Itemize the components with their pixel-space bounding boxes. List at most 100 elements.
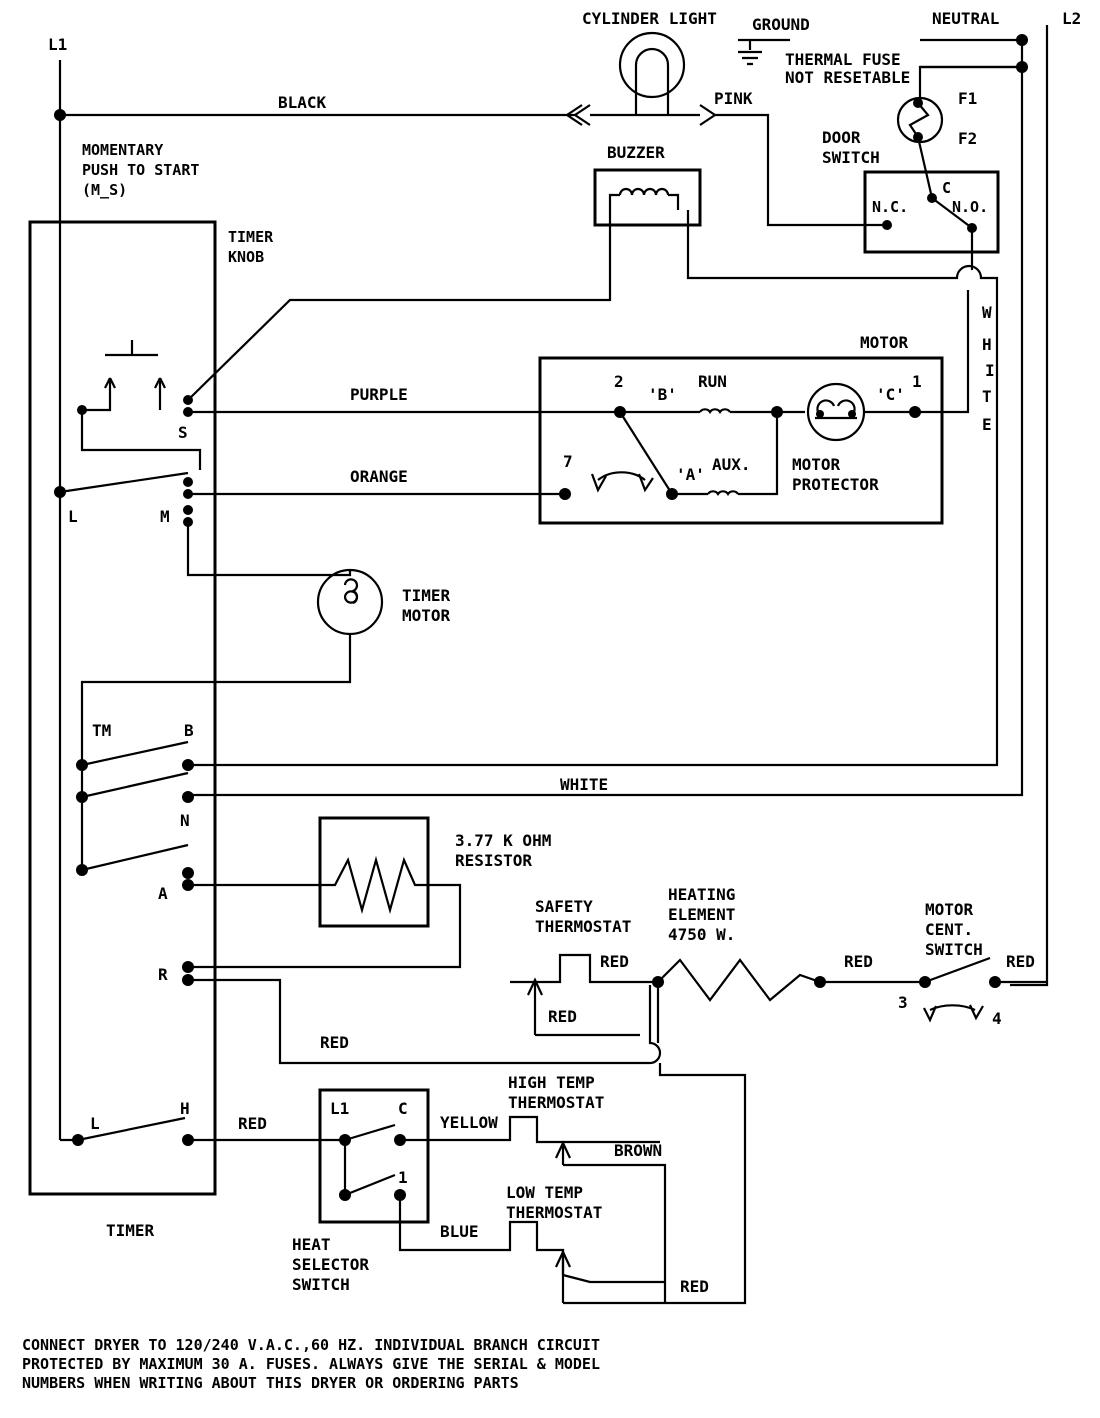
door-switch (863, 170, 1000, 270)
note-line-1: CONNECT DRYER TO 120/240 V.A.C.,60 HZ. I… (22, 1336, 600, 1354)
heat-selector-switch (318, 1088, 660, 1303)
thermal-fuse-label-1: THERMAL FUSE (785, 50, 901, 69)
white-vertical-i: I (985, 361, 995, 380)
terminal-r-label: R (158, 965, 168, 984)
black-wire-label: BLACK (278, 93, 327, 112)
timer-label: TIMER (106, 1221, 155, 1240)
hs-c-label: C (398, 1099, 408, 1118)
door-switch-label-1: DOOR (822, 128, 861, 147)
buzzer-label: BUZZER (607, 143, 665, 162)
terminal-l-top-label: L (68, 507, 78, 526)
motor-2-label: 2 (614, 372, 624, 391)
cent-4-label: 4 (992, 1009, 1002, 1028)
heating-element-label-2: ELEMENT (668, 905, 735, 924)
pink-wire-label: PINK (714, 89, 753, 108)
motor-cent-switch-label-3: SWITCH (925, 940, 983, 959)
terminal-tm-label: TM (92, 721, 111, 740)
motor-b-label: 'B' (648, 385, 677, 404)
motor-cent-switch-label-2: CENT. (925, 920, 973, 939)
motor-c-label: 'C' (876, 385, 905, 404)
thermal-fuse (896, 65, 1022, 199)
red-h-label: RED (238, 1114, 267, 1133)
blue-wire-label: BLUE (440, 1222, 479, 1241)
momentary-label-3: (M_S) (82, 181, 127, 199)
motor-a-label: 'A' (676, 465, 705, 484)
white-vertical-w: W (982, 303, 992, 322)
terminal-b-label: B (184, 721, 194, 740)
yellow-wire-label: YELLOW (440, 1113, 498, 1132)
white-vertical-t: T (982, 387, 992, 406)
resistor-label-1: 3.77 K OHM (455, 831, 551, 850)
momentary-label-1: MOMENTARY (82, 141, 163, 159)
white-wire-label: WHITE (560, 775, 608, 794)
timer-knob-label-1: TIMER (228, 228, 274, 246)
neutral-label: NEUTRAL (932, 9, 999, 28)
timer-motor-label-1: TIMER (402, 586, 451, 605)
terminal-n-label: N (180, 811, 190, 830)
safety-thermostat-label-2: THERMOSTAT (535, 917, 631, 936)
fuse-f1-label: F1 (958, 89, 977, 108)
high-temp-label-2: THERMOSTAT (508, 1093, 604, 1112)
red-safety-low-label: RED (548, 1007, 577, 1026)
cylinder-light-label: CYLINDER LIGHT (582, 9, 717, 28)
l2-line (1010, 25, 1049, 987)
timer-bn-contacts (76, 740, 194, 891)
cent-3-label: 3 (898, 993, 908, 1012)
red-safety-label: RED (600, 952, 629, 971)
orange-wire-label: ORANGE (350, 467, 408, 486)
door-switch-label-2: SWITCH (822, 148, 880, 167)
cylinder-light (618, 31, 686, 115)
door-c-label: C (942, 179, 951, 197)
heating-element (563, 958, 826, 1305)
red-l2-label: RED (1006, 952, 1035, 971)
red-timer-label: RED (320, 1033, 349, 1052)
resistor-label-2: RESISTOR (455, 851, 532, 870)
motor-protector-label-1: MOTOR (792, 455, 841, 474)
timer-lh-contact (60, 1116, 345, 1146)
red-low-label: RED (680, 1277, 709, 1296)
motor-cent-switch (820, 956, 1047, 1023)
purple-wire-label: PURPLE (350, 385, 408, 404)
red-element-label: RED (844, 952, 873, 971)
resistor (182, 816, 462, 986)
door-nc-label: N.C. (872, 198, 908, 216)
door-no-label: N.O. (952, 198, 988, 216)
motor-7-label: 7 (563, 452, 573, 471)
momentary-label-2: PUSH TO START (82, 161, 199, 179)
motor-cent-switch-label-1: MOTOR (925, 900, 974, 919)
motor-aux-label: AUX. (712, 455, 751, 474)
high-temp-label-1: HIGH TEMP (508, 1073, 595, 1092)
heating-element-label-1: HEATING (668, 885, 735, 904)
heat-selector-label-2: SELECTOR (292, 1255, 369, 1274)
timer-knob-label-2: KNOB (228, 248, 264, 266)
heat-selector-label-3: SWITCH (292, 1275, 350, 1294)
white-vertical-e: E (982, 415, 992, 434)
heat-selector-label-1: HEAT (292, 1235, 331, 1254)
motor-run-label: RUN (698, 372, 727, 391)
thermal-fuse-label-2: NOT RESETABLE (785, 68, 910, 87)
white-vertical-h: H (982, 335, 992, 354)
motor-label: MOTOR (860, 333, 909, 352)
r-red-wire (188, 978, 662, 1065)
timer-motor-label-2: MOTOR (402, 606, 451, 625)
brown-wire-label: BROWN (614, 1141, 662, 1160)
high-low-thermostats (555, 1140, 667, 1303)
timer-motor (80, 568, 384, 870)
motor (538, 290, 970, 525)
terminal-s-label: S (178, 423, 188, 442)
terminal-h-label: H (180, 1099, 190, 1118)
ground-symbol (738, 38, 790, 66)
heating-element-label-3: 4750 W. (668, 925, 735, 944)
note-line-3: NUMBERS WHEN WRITING ABOUT THIS DRYER OR… (22, 1374, 519, 1392)
momentary-switch (77, 340, 202, 470)
terminal-a-label: A (158, 884, 168, 903)
terminal-l-bottom-label: L (90, 1114, 100, 1133)
motor-1-label: 1 (912, 372, 922, 391)
motor-protector-label-2: PROTECTOR (792, 475, 879, 494)
safety-thermostat-label-1: SAFETY (535, 897, 593, 916)
l1-label: L1 (48, 35, 67, 54)
black-wire (60, 104, 885, 227)
safety-thermostat (510, 953, 664, 1037)
buzzer (187, 168, 999, 767)
hs-1-label: 1 (398, 1168, 408, 1187)
